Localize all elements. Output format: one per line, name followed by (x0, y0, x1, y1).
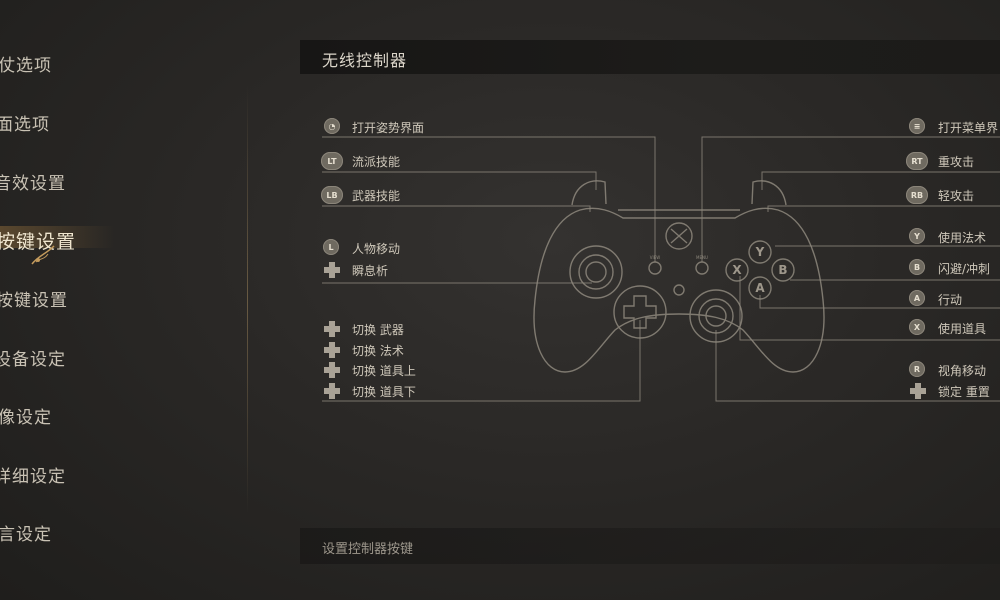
a-button: A (755, 281, 765, 295)
panel-footer (300, 528, 1000, 564)
mapping-label[interactable]: 打开菜单界 (938, 121, 999, 135)
sidebar-item-2[interactable]: 音效设置 (0, 174, 66, 194)
dpad-left-icon (324, 321, 340, 337)
a-button-icon: A (909, 290, 925, 306)
controller-outline (533, 180, 825, 373)
stick-press-icon: ◔ (324, 118, 340, 134)
rt-icon: RT (906, 152, 928, 170)
b-button-icon: B (909, 259, 925, 275)
mapping-label[interactable]: 武器技能 (352, 189, 401, 203)
menu-button-icon: ≡ (909, 118, 925, 134)
active-item-highlight (0, 226, 115, 248)
sidebar-item-0[interactable]: 仗选项 (0, 56, 52, 76)
y-button-icon: Y (909, 228, 925, 244)
mapping-label[interactable]: 轻攻击 (938, 189, 975, 203)
mapping-label[interactable]: 切换 武器 (352, 323, 404, 337)
ornament-icon (31, 245, 55, 265)
panel-header (300, 40, 1000, 74)
x-button: X (732, 263, 742, 277)
mapping-label[interactable]: 切换 道具下 (352, 385, 416, 399)
face-button-letters: Y X B A (732, 245, 787, 295)
mapping-label[interactable]: 打开姿势界面 (352, 121, 425, 135)
sidebar-item-8[interactable]: 言设定 (0, 525, 52, 545)
lb-icon: LB (321, 186, 343, 204)
dpad-down-icon (324, 383, 340, 399)
sidebar-item-7[interactable]: 详细设定 (0, 467, 66, 487)
sidebar-divider (247, 85, 248, 515)
rb-icon: RB (906, 186, 928, 204)
settings-sidebar: 仗选项 面选项 音效设置 按键设置 按键设置 设备设定 像设定 详细设定 言设定 (0, 0, 250, 600)
mapping-label[interactable]: 使用法术 (938, 231, 987, 245)
panel-title: 无线控制器 (322, 51, 408, 70)
mapping-label[interactable]: 重攻击 (938, 155, 975, 169)
mapping-label[interactable]: 视角移动 (938, 364, 987, 378)
left-stick-press-icon (324, 262, 340, 278)
left-stick-icon: L (323, 239, 339, 255)
right-stick-press-icon (910, 383, 926, 399)
x-button-icon: X (909, 319, 925, 335)
mapping-label[interactable]: 锁定 重置 (938, 385, 990, 399)
dpad-right-icon (324, 342, 340, 358)
mapping-label[interactable]: 切换 道具上 (352, 364, 416, 378)
sidebar-item-4[interactable]: 按键设置 (0, 291, 68, 311)
mapping-label[interactable]: 瞬息析 (352, 264, 389, 278)
mapping-label[interactable]: 闪避/冲刺 (938, 262, 991, 276)
dpad-up-icon (324, 362, 340, 378)
y-button: Y (755, 245, 765, 259)
mapping-label[interactable]: 切换 法术 (352, 344, 404, 358)
mapping-label[interactable]: 使用道具 (938, 322, 987, 336)
mapping-label[interactable]: 行动 (938, 293, 963, 307)
configure-controller-button[interactable]: 设置控制器按键 (322, 542, 414, 557)
sidebar-item-5[interactable]: 设备设定 (0, 350, 66, 370)
sidebar-item-6[interactable]: 像设定 (0, 408, 52, 428)
lt-icon: LT (321, 152, 343, 170)
mapping-label[interactable]: 流派技能 (352, 155, 401, 169)
menu-label: MENU (696, 255, 708, 260)
view-label: VIEW (650, 255, 660, 260)
b-button: B (778, 263, 787, 277)
right-stick-icon: R (909, 361, 925, 377)
sidebar-item-1[interactable]: 面选项 (0, 115, 50, 135)
mapping-label[interactable]: 人物移动 (352, 242, 401, 256)
sidebar-item-3-active[interactable]: 按键设置 (0, 231, 77, 253)
